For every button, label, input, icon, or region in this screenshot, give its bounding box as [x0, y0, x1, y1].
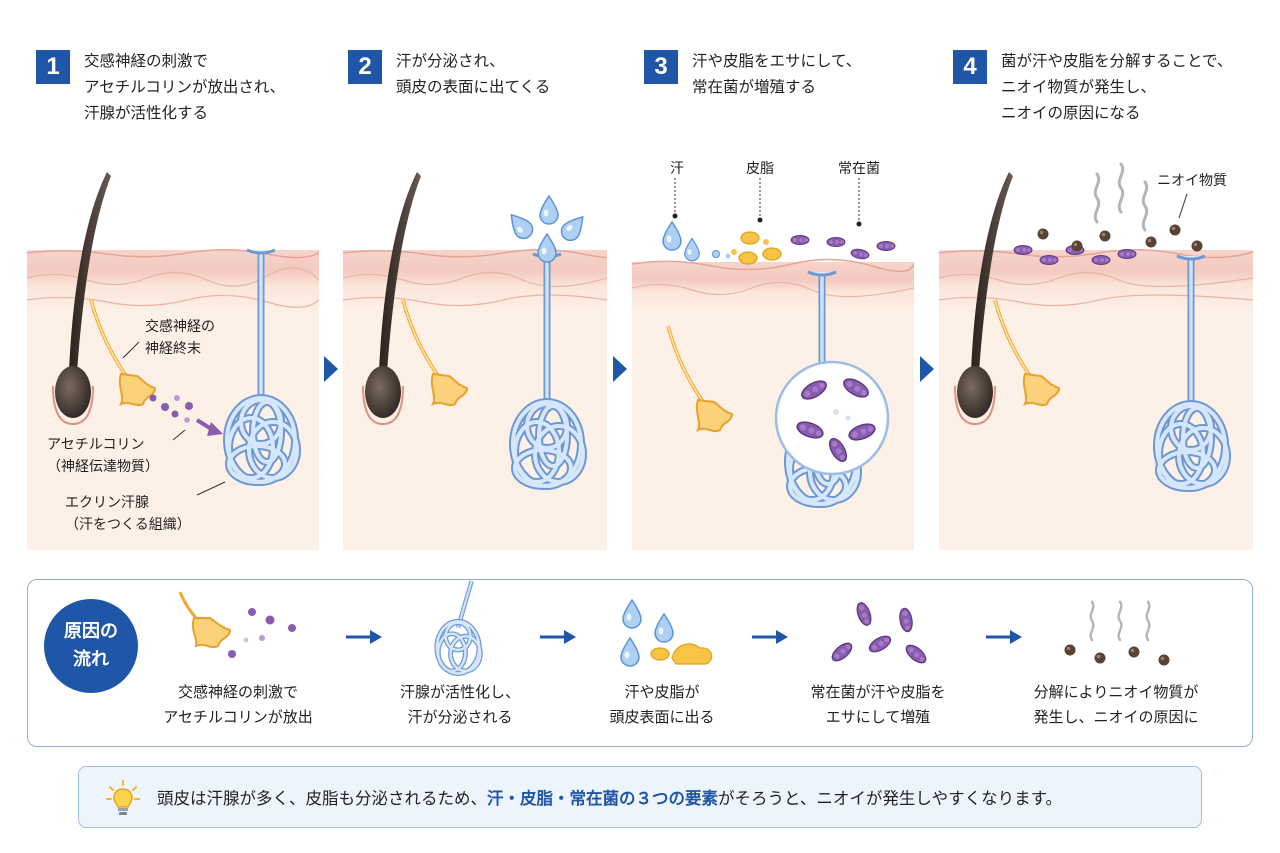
- step-number: 4: [953, 50, 987, 84]
- flow-arrow-icon: [752, 630, 788, 644]
- lightbulb-icon: [106, 780, 140, 815]
- step-arrow: [920, 356, 934, 382]
- step-description: 汗が分泌され、 頭皮の表面に出てくる: [396, 52, 551, 96]
- step-4-header: 4 菌が汗や皮脂を分解することで、 ニオイ物質が発生し、 ニオイの原因になる: [953, 50, 1232, 126]
- step-number: 1: [36, 50, 70, 84]
- flow-nerve-icon: [178, 591, 232, 649]
- step-3-header: 3 汗や皮脂をエサにして、 常在菌が増殖する: [644, 50, 861, 100]
- summary-text-after: がそろうと、ニオイが発生しやすくなります。: [718, 789, 1063, 808]
- label-sweat: 汗: [670, 161, 684, 177]
- flow-bacteria-icon: [828, 600, 930, 667]
- step-number: 3: [644, 50, 678, 84]
- flow-acetylcholine-dots: [228, 608, 296, 658]
- scalp-cross-section: [343, 171, 607, 550]
- scalp-cross-section: [939, 162, 1253, 550]
- summary-note: 頭皮は汗腺が多く、皮脂も分泌されるため、汗・皮脂・常在菌の３つの要素がそろうと、…: [78, 766, 1202, 828]
- flow-sweat-sebum-icon: [620, 599, 713, 667]
- label-acetylcholine: アセチルコリン （神経伝達物質）: [47, 437, 159, 475]
- flow-step-3: 汗や皮脂が 頭皮表面に出る: [609, 683, 715, 726]
- label-bacteria: 常在菌: [838, 161, 880, 177]
- summary-text-before: 頭皮は汗腺が多く、皮脂も分泌されるため、: [157, 789, 487, 808]
- label-sebum: 皮脂: [746, 161, 774, 177]
- step-description: 汗や皮脂をエサにして、 常在菌が増殖する: [692, 52, 862, 96]
- scalp-cross-section: [632, 178, 914, 550]
- step-arrow: [324, 356, 338, 382]
- bacteria-magnified: [794, 374, 878, 465]
- panel-step-4: ニオイ物質: [939, 150, 1253, 550]
- panel-step-3: 汗 皮脂 常在菌: [632, 150, 914, 550]
- flow-arrow-icon: [540, 630, 576, 644]
- step-2-header: 2 汗が分泌され、 頭皮の表面に出てくる: [348, 50, 550, 100]
- step-description: 交感神経の刺激で アセチルコリンが放出され、 汗腺が活性化する: [84, 52, 286, 122]
- flow-arrow-icon: [986, 630, 1022, 644]
- step-1-header: 1 交感神経の刺激で アセチルコリンが放出され、 汗腺が活性化する: [36, 50, 285, 126]
- label-eccrine-gland: エクリン汗腺 （汗をつくる組織）: [65, 495, 191, 533]
- cause-flow-badge: 原因の 流れ: [44, 599, 138, 693]
- surface-sweat: [662, 221, 731, 262]
- acetylcholine-particles: [149, 394, 223, 436]
- label-odor-substance: ニオイ物質: [1157, 173, 1227, 189]
- surface-sebum: [731, 231, 782, 265]
- flow-gland-icon: [434, 580, 483, 676]
- cause-flow-box: [27, 579, 1253, 747]
- flow-arrow-icon: [346, 630, 382, 644]
- label-nerve-ending: 交感神経の 神経終末: [145, 319, 215, 357]
- step-description: 菌が汗や皮脂を分解することで、 ニオイ物質が発生し、 ニオイの原因になる: [1001, 52, 1233, 122]
- step-arrow: [613, 356, 627, 382]
- step-number: 2: [348, 50, 382, 84]
- scalp-cross-section: [27, 171, 319, 550]
- flow-step-4: 常在菌が汗や皮脂を エサにして増殖: [810, 683, 946, 726]
- summary-text: 頭皮は汗腺が多く、皮脂も分泌されるため、汗・皮脂・常在菌の３つの要素がそろうと、…: [157, 785, 1062, 809]
- panel-step-1: 交感神経の 神経終末 アセチルコリン （神経伝達物質） エクリン汗腺 （汗をつく…: [27, 150, 319, 550]
- panel-step-2: [343, 150, 607, 550]
- flow-step-2: 汗腺が活性化し、 汗が分泌される: [399, 683, 520, 726]
- summary-highlight: 汗・皮脂・常在菌の３つの要素: [487, 789, 718, 808]
- flow-step-5: 分解によりニオイ物質が 発生し、ニオイの原因に: [1033, 683, 1199, 726]
- flow-step-1: 交感神経の刺激で アセチルコリンが放出: [163, 683, 313, 726]
- flow-odor-icon: [1064, 600, 1170, 666]
